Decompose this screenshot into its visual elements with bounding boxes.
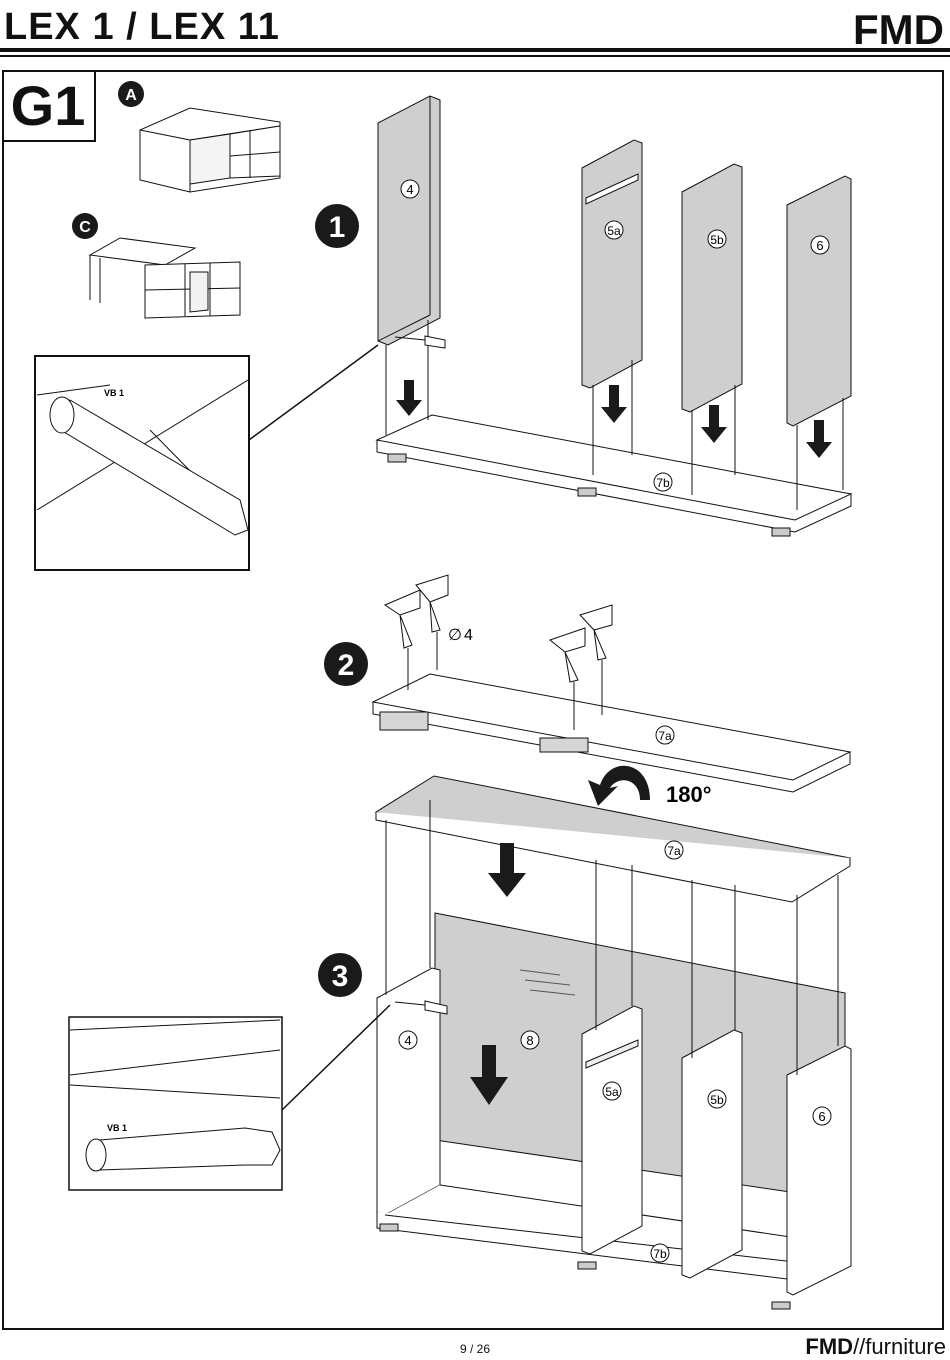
- vb1-label-top: VB 1: [104, 388, 124, 398]
- screwdriver-step3: [394, 1000, 448, 1015]
- drill-diameter-symbol: ∅: [448, 627, 462, 644]
- panel-6-top: 6: [786, 175, 852, 427]
- page-number: 9 / 26: [459, 1342, 491, 1356]
- part-5a-label-bottom: 5a: [605, 1085, 619, 1099]
- detail-box-step3: VB 1: [68, 1004, 391, 1191]
- part-4-label: 4: [406, 182, 413, 197]
- part-5a-label: 5a: [607, 224, 621, 238]
- part-7a-label-top: 7a: [658, 729, 672, 743]
- part-7b-label: 7b: [656, 476, 670, 490]
- panel-5b-top: 5b: [681, 163, 743, 413]
- drill-diameter: 4: [464, 627, 473, 644]
- step-1-badge: 1: [329, 211, 346, 244]
- down-arrow-back-panel: [470, 1045, 508, 1105]
- header-rule-thin: [0, 55, 950, 57]
- panel-5a-top: 5a: [581, 139, 643, 389]
- footer-brand: FMD//furniture: [805, 1334, 946, 1360]
- step-3-badge: 3: [332, 960, 349, 993]
- rotation-angle: 180°: [666, 782, 712, 807]
- part-8-label: 8: [526, 1033, 533, 1048]
- variant-a-label: A: [125, 87, 137, 104]
- top-panel-7a-grey: 7a: [374, 775, 852, 903]
- base-panel-7b: 7b: [375, 414, 853, 537]
- down-arrow-top: [488, 843, 526, 897]
- brand-logo: FMD: [853, 6, 944, 53]
- footer-brand-bold: FMD: [805, 1334, 854, 1359]
- part-5b-label: 5b: [710, 233, 724, 247]
- detail-box-step1: VB 1: [34, 344, 379, 571]
- drills: [383, 574, 613, 730]
- dowel-lines-step1: [385, 320, 844, 510]
- instruction-frame: [2, 70, 944, 1330]
- screwdriver-step1: [394, 335, 446, 349]
- panel-4-top: 4: [377, 95, 441, 346]
- part-5b-label-bottom: 5b: [710, 1093, 724, 1107]
- part-6-label-bottom: 6: [818, 1109, 825, 1124]
- footer-brand-rest: //furniture: [853, 1334, 946, 1359]
- top-panel-7a-drilling: 7a: [371, 673, 852, 793]
- variant-c-thumbnail: C: [72, 213, 241, 319]
- part-7a-label-bottom: 7a: [667, 844, 681, 858]
- part-4-label-bottom: 4: [404, 1033, 411, 1048]
- manual-title: LEX 1 / LEX 11: [4, 6, 280, 48]
- step-2-badge: 2: [338, 649, 355, 682]
- dowel-lines-step3: [385, 800, 839, 1075]
- carcass-assembled: [376, 967, 852, 1310]
- header-rule: [0, 48, 950, 52]
- vb1-label-bottom: VB 1: [107, 1123, 127, 1133]
- rotate-arrow-icon: [588, 765, 650, 806]
- part-7b-label-bottom: 7b: [653, 1247, 667, 1261]
- down-arrows-step1: [396, 380, 832, 458]
- part-6-label: 6: [816, 238, 823, 253]
- section-label: G1: [2, 70, 96, 142]
- variant-c-label: C: [79, 219, 91, 236]
- variant-a-thumbnail: A: [118, 81, 281, 193]
